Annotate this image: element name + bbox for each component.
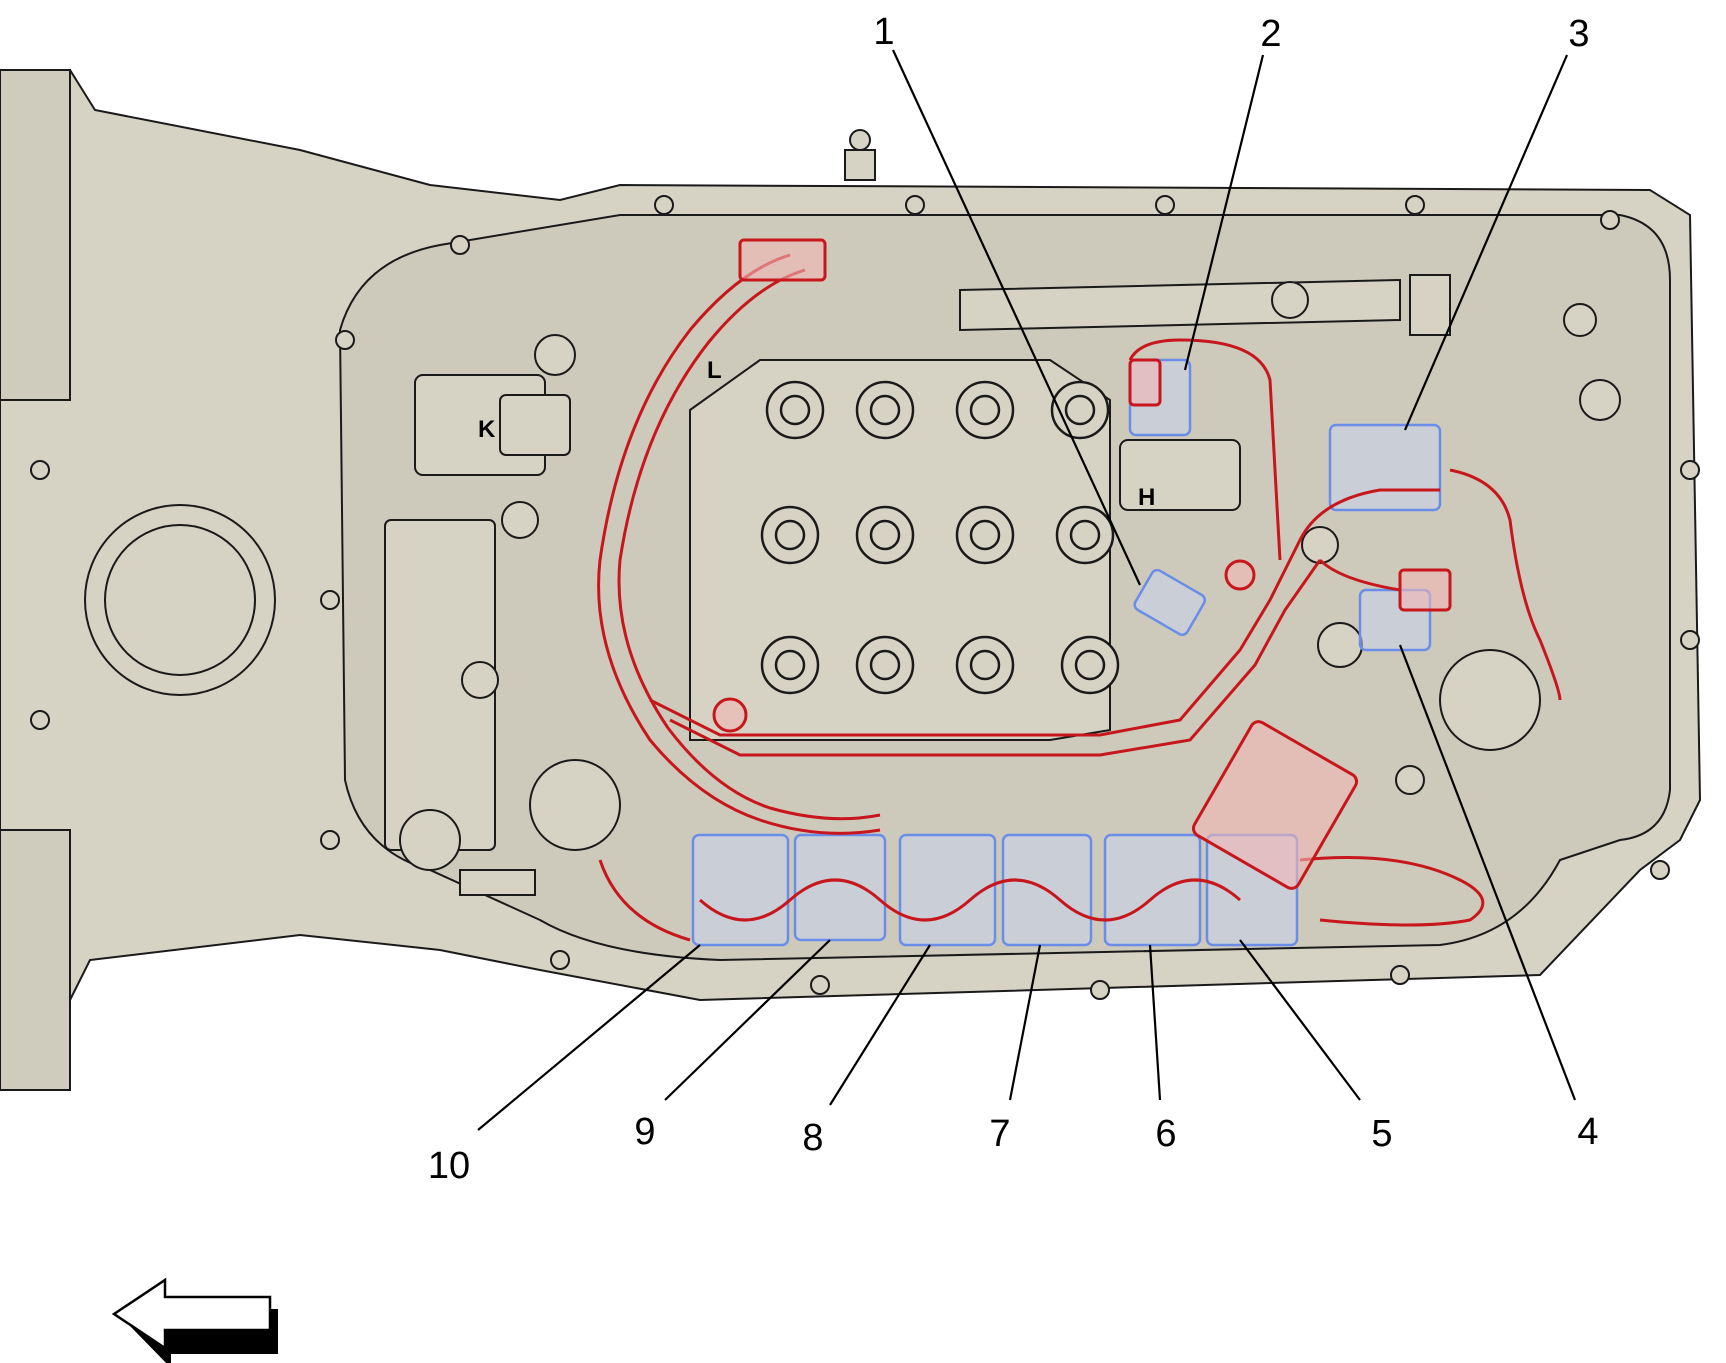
solenoid-6 xyxy=(1103,833,1202,947)
harness-grommet-1 xyxy=(712,697,748,733)
leader-10 xyxy=(477,944,701,1131)
extension-boss-inner xyxy=(104,524,256,676)
callout-3: 3 xyxy=(1568,13,1589,55)
left-arrow-icon xyxy=(111,1277,278,1363)
left-components xyxy=(384,334,621,896)
harness-trunk xyxy=(649,539,1302,737)
harness-bottom-right xyxy=(1299,856,1485,927)
leader-2 xyxy=(1183,54,1265,371)
harness-upper-right xyxy=(1128,338,1282,561)
solenoid-9 xyxy=(793,833,887,942)
callout-8: 8 xyxy=(802,1117,823,1159)
leader-9 xyxy=(664,939,831,1101)
leader-6 xyxy=(1148,944,1162,1101)
extension-panel-bottom xyxy=(0,829,71,1091)
flange-bolts xyxy=(30,195,1700,1000)
leader-8 xyxy=(829,944,931,1106)
leader-5 xyxy=(1239,939,1361,1101)
part-letter-h: H xyxy=(1138,484,1155,511)
harness-clip-right xyxy=(1398,568,1452,612)
harness-clip-upper xyxy=(1128,358,1162,407)
callout-4: 4 xyxy=(1577,1111,1598,1153)
harness-far-right xyxy=(1449,468,1562,701)
callout-1: 1 xyxy=(873,11,894,53)
extension-panel-top xyxy=(0,69,71,401)
callout-numbers: 1 2 3 4 5 6 7 8 9 10 xyxy=(428,11,1599,1187)
part-letter-k: K xyxy=(478,416,496,443)
callout-10: 10 xyxy=(428,1145,470,1187)
wiring-harness xyxy=(597,253,1562,942)
callout-2: 2 xyxy=(1260,13,1281,55)
leader-4 xyxy=(1398,644,1577,1101)
solenoid-3 xyxy=(1328,423,1442,512)
harness-top-connector xyxy=(738,238,827,282)
callout-5: 5 xyxy=(1371,1113,1392,1155)
valve-body-bolts xyxy=(760,380,1120,695)
leader-3 xyxy=(1403,54,1569,431)
callout-9: 9 xyxy=(634,1111,655,1153)
harness-grommet-2 xyxy=(1224,559,1256,591)
harness-right-branch xyxy=(1298,488,1440,592)
right-components xyxy=(844,129,1621,795)
callout-7: 7 xyxy=(989,1113,1010,1155)
harness-solenoid-loops xyxy=(699,878,1241,922)
leader-1 xyxy=(892,49,1141,586)
harness-connectors xyxy=(712,238,1452,890)
part-letter-l: L xyxy=(707,357,722,384)
solenoid-8 xyxy=(898,833,997,947)
solenoid-10 xyxy=(691,833,790,947)
harness-left-tail xyxy=(598,859,691,942)
harness-main-left-inner xyxy=(617,268,881,821)
harness-main-left xyxy=(597,253,881,835)
harness-trunk-lower xyxy=(669,559,1322,757)
callout-leaders xyxy=(477,49,1577,1131)
solenoid-1 xyxy=(1133,568,1207,636)
left-arrow-shape xyxy=(111,1277,272,1351)
callout-6: 6 xyxy=(1155,1113,1176,1155)
harness-pass-through-connector xyxy=(1191,720,1359,890)
leader-7 xyxy=(1008,944,1042,1101)
